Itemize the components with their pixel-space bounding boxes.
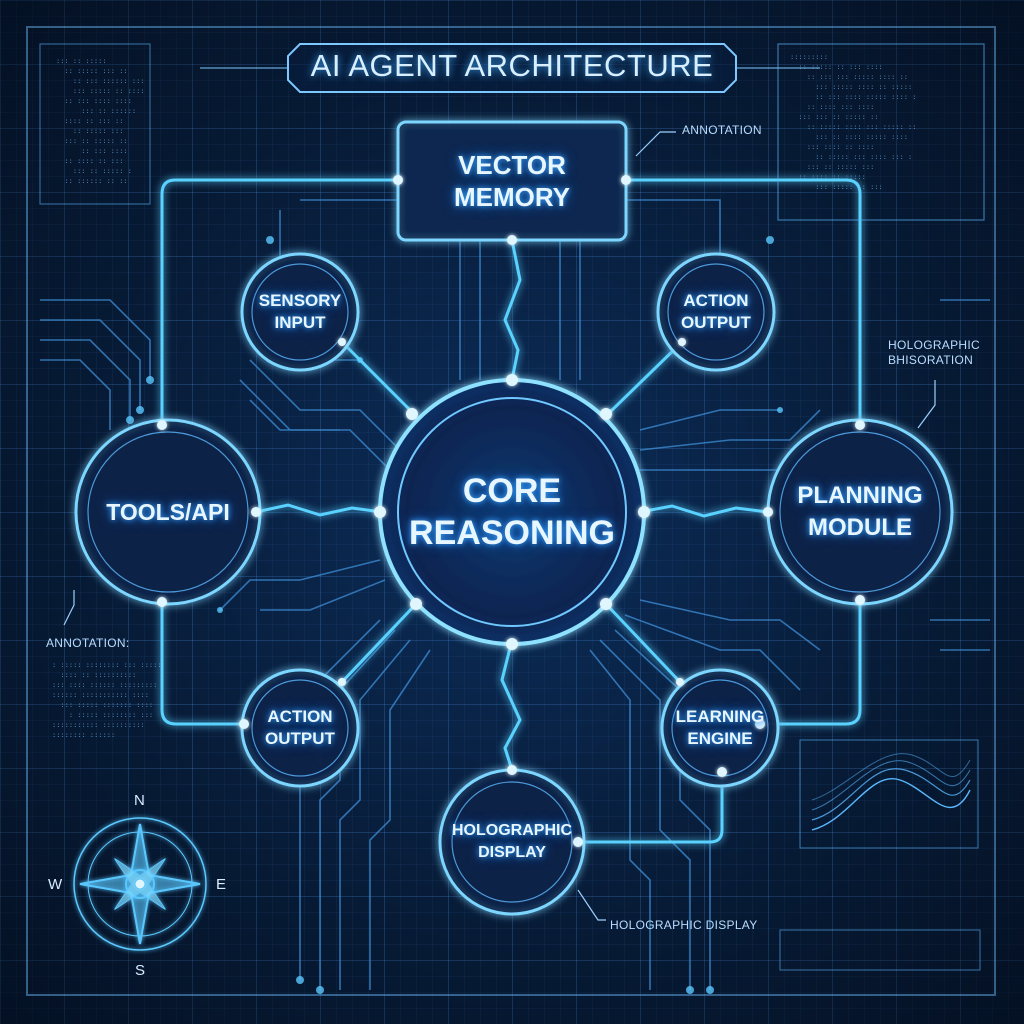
main-connections xyxy=(160,178,862,844)
code-snippet-left: : ::::: :::::::: ::: ::::: :::: :: :::::… xyxy=(52,661,162,739)
tools-api-label: TOOLS/API xyxy=(76,420,260,604)
annotation-right-line2: BHISORATION xyxy=(888,353,974,367)
vector-memory-line1: VECTOR xyxy=(458,150,566,180)
compass-west-label: W xyxy=(48,876,63,893)
holographic-display-line2: DISPLAY xyxy=(478,844,546,861)
annotation-right: HOLOGRAPHIC BHISORATION xyxy=(888,338,980,368)
tools-api-line1: TOOLS/API xyxy=(106,498,230,525)
compass-south-label: S xyxy=(135,962,146,979)
circuit-traces xyxy=(40,199,990,990)
holographic-display-label: HOLOGRAPHIC DISPLAY xyxy=(440,770,584,914)
core-reasoning-label: CORE REASONING xyxy=(392,392,632,632)
core-reasoning-line2: REASONING xyxy=(409,514,615,552)
action-output-top-node xyxy=(656,252,776,372)
blueprint-frame xyxy=(26,26,996,996)
sensory-input-node xyxy=(240,252,360,372)
annotation-leaders xyxy=(63,131,936,921)
planning-module-line1: PLANNING xyxy=(797,482,923,509)
learning-engine-line1: LEARNING xyxy=(675,707,765,726)
vector-memory-line2: MEMORY xyxy=(453,182,571,212)
annotation-bottom: HOLOGRAPHIC DISPLAY xyxy=(610,918,758,932)
planning-module-line2: MODULE xyxy=(808,514,912,541)
trace-nodes xyxy=(126,236,783,994)
sensory-input-line2: INPUT xyxy=(274,313,326,332)
compass-east-label: E xyxy=(216,876,227,893)
learning-engine-line2: ENGINE xyxy=(687,729,753,748)
action-output-top-line1: ACTION xyxy=(683,291,749,310)
annotation-left: ANNOTATION: xyxy=(46,636,130,650)
sensory-input-line1: SENSORY xyxy=(258,291,342,310)
title-banner: AI AGENT ARCHITECTURE xyxy=(292,40,732,92)
waveform-panel xyxy=(799,739,979,849)
learning-engine-label: LEARNING ENGINE xyxy=(662,670,778,786)
compass-north-label: N xyxy=(134,792,145,809)
title-frame xyxy=(200,43,820,93)
holographic-display-line1: HOLOGRAPHIC xyxy=(452,822,572,839)
annotation-right-line1: HOLOGRAPHIC xyxy=(888,338,980,352)
code-panel-frames xyxy=(39,43,985,971)
compass-rose-icon xyxy=(73,817,207,951)
learning-engine-node xyxy=(660,668,780,788)
code-snippet-top-left: ::: :: ::::: :: ::::: ::: :: :: ::: ::::… xyxy=(56,57,145,185)
planning-module-label: PLANNING MODULE xyxy=(768,420,952,604)
action-output-bottom-label: ACTION OUTPUT xyxy=(242,670,358,786)
core-reasoning-line1: CORE xyxy=(462,472,562,510)
vector-memory-label: VECTOR MEMORY xyxy=(398,122,626,240)
connection-dots xyxy=(157,175,865,847)
diagram-title: AI AGENT ARCHITECTURE xyxy=(310,48,714,83)
action-output-bottom-line1: ACTION xyxy=(267,707,333,726)
annotation-top-right: ANNOTATION xyxy=(682,123,762,137)
action-output-bottom-line2: OUTPUT xyxy=(265,729,335,748)
action-output-top-line2: OUTPUT xyxy=(681,313,751,332)
code-snippet-top-right: ::::::::: :: ::::: :: ::: :::: :: ::: ::… xyxy=(790,53,917,191)
action-output-top-label: ACTION OUTPUT xyxy=(658,254,774,370)
sensory-input-label: SENSORY INPUT xyxy=(242,254,358,370)
